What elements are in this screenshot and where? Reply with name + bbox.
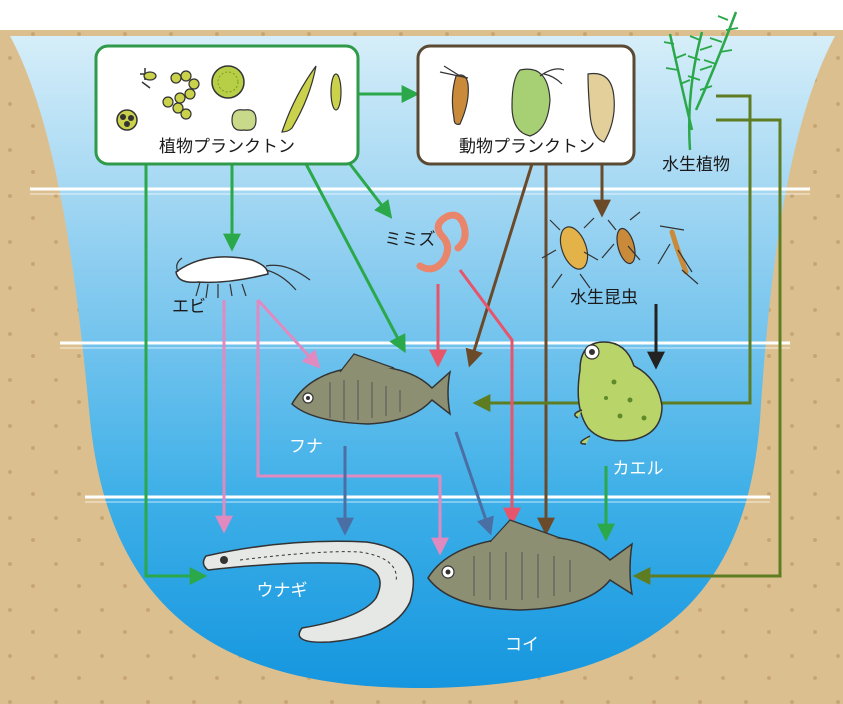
label-water-insects: 水生昆虫 [570,288,638,308]
phytoplankton-group: 植物プランクトン [96,46,358,164]
label-crucian-carp: フナ [289,437,323,457]
label-carp: コイ [505,635,539,655]
label-water-plant: 水生植物 [662,155,730,175]
label-frog: カエル [613,459,664,479]
zooplankton-group: 動物プランクトン [418,46,634,164]
label-eel: ウナギ [257,581,308,601]
label-earthworm: ミミズ [385,230,436,250]
label-zooplankton: 動物プランクトン [459,137,595,157]
label-phytoplankton: 植物プランクトン [159,137,295,157]
label-shrimp: エビ [172,297,206,317]
